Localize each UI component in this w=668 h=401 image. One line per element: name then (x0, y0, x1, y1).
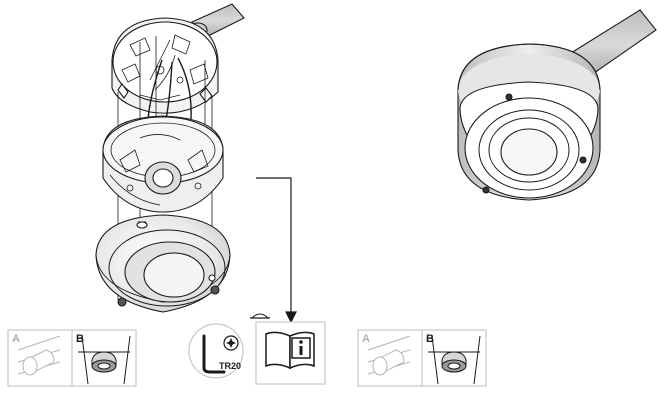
option-b-label-right: B (426, 333, 434, 345)
camera-module (102, 115, 224, 213)
assembled-camera (457, 9, 657, 201)
connector-arrow (256, 177, 297, 324)
ceiling-mount-icon (78, 335, 131, 385)
torx-tool-icon: TR20 (188, 323, 244, 379)
tool-label: TR20 (219, 361, 241, 371)
option-a-label: A (12, 333, 20, 345)
wall-mount-icon-right (367, 335, 411, 376)
option-a-label-right: A (362, 333, 370, 345)
mounting-base (111, 17, 219, 114)
mount-options-panel-left: A B (7, 329, 137, 387)
mount-options-panel-right: A B (357, 329, 487, 387)
info-book-icon (250, 313, 326, 385)
ceiling-mount-icon-right (428, 335, 481, 385)
option-b-label: B (76, 333, 84, 345)
dome-cover (95, 214, 231, 313)
exploded-camera-assembly (95, 3, 245, 313)
wall-mount-icon (17, 335, 61, 376)
